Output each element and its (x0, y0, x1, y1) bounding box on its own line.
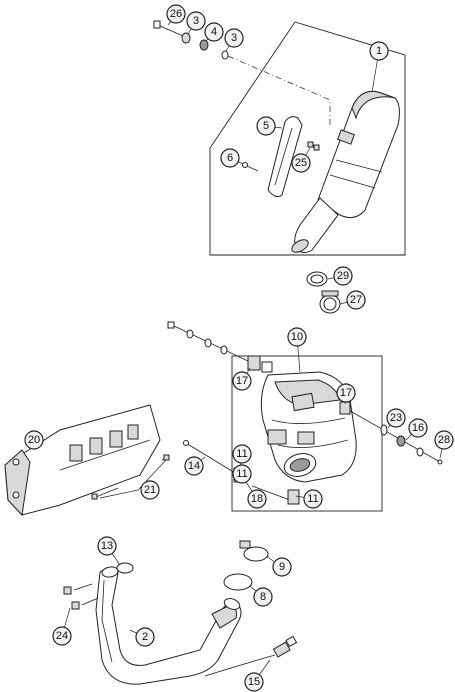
pre-silencer (260, 371, 357, 483)
header-nuts (63, 583, 99, 610)
callout-4: 4 (204, 22, 224, 42)
svg-text:10: 10 (291, 331, 303, 343)
svg-text:11: 11 (236, 448, 247, 460)
callout-16: 16 (408, 418, 428, 438)
callout-20: 20 (24, 430, 44, 450)
svg-text:18: 18 (251, 493, 263, 505)
callout-3b: 3 (224, 28, 244, 48)
clip-nuts (307, 141, 320, 151)
svg-text:20: 20 (28, 434, 40, 446)
callout-3a: 3 (186, 11, 206, 31)
svg-text:26: 26 (170, 8, 182, 20)
callout-27: 27 (346, 290, 366, 310)
callout-29: 29 (333, 266, 353, 286)
callout-8: 8 (253, 587, 273, 607)
svg-text:14: 14 (188, 460, 200, 472)
svg-text:3: 3 (193, 15, 199, 27)
svg-text:17: 17 (236, 375, 248, 387)
exhaust-bracket (4, 404, 161, 517)
assembly-axis-top (227, 55, 331, 125)
callout-2: 2 (135, 627, 155, 647)
svg-text:21: 21 (144, 484, 156, 496)
muffler (291, 90, 400, 254)
muffler-group-frame (209, 21, 406, 256)
bracket-screws (91, 454, 170, 500)
svg-text:4: 4 (211, 26, 217, 38)
callout-15: 15 (244, 672, 264, 692)
callout-11b: 11 (232, 464, 252, 484)
svg-text:23: 23 (390, 412, 402, 424)
callout-21: 21 (140, 480, 160, 500)
svg-text:3: 3 (231, 32, 237, 44)
callout-11c: 11 (303, 489, 323, 509)
callout-23: 23 (386, 408, 406, 428)
svg-text:29: 29 (337, 270, 349, 282)
svg-text:6: 6 (227, 152, 233, 164)
mounting-bolt-top (153, 20, 229, 60)
lambda-sensor (204, 635, 298, 677)
sealing-ring (223, 573, 253, 591)
callout-24: 24 (52, 626, 72, 646)
svg-text:9: 9 (279, 561, 285, 573)
heat-shield-screw (242, 162, 259, 172)
svg-text:11: 11 (236, 468, 247, 480)
svg-text:27: 27 (350, 294, 362, 306)
svg-text:5: 5 (263, 120, 269, 132)
callout-14: 14 (184, 456, 204, 476)
callout-13: 13 (97, 536, 117, 556)
exhaust-clamp (319, 290, 341, 314)
callout-1: 1 (369, 41, 389, 61)
svg-text:1: 1 (376, 45, 382, 57)
svg-text:17: 17 (340, 387, 352, 399)
callout-28: 28 (434, 430, 454, 450)
callout-9: 9 (272, 557, 292, 577)
callout-17a: 17 (232, 371, 252, 391)
manifold-bolt-left (167, 321, 273, 373)
callout-18: 18 (247, 489, 267, 509)
callout-25: 25 (291, 153, 311, 173)
svg-text:2: 2 (142, 631, 148, 643)
header-clamp (239, 540, 269, 562)
header-pipe (95, 566, 242, 685)
manifold-bolt-right (339, 401, 443, 465)
callout-26: 26 (166, 4, 186, 24)
callout-11a: 11 (232, 444, 252, 464)
heat-shield (267, 116, 303, 198)
svg-text:8: 8 (260, 591, 266, 603)
svg-text:24: 24 (56, 630, 68, 642)
header-gasket (116, 562, 134, 574)
svg-text:16: 16 (412, 422, 424, 434)
svg-text:15: 15 (248, 676, 260, 688)
callout-6: 6 (220, 148, 240, 168)
callout-17b: 17 (336, 383, 356, 403)
svg-text:13: 13 (101, 540, 113, 552)
svg-text:28: 28 (438, 434, 450, 446)
callout-5: 5 (256, 116, 276, 136)
svg-text:11: 11 (307, 493, 318, 505)
svg-text:25: 25 (295, 157, 307, 169)
callout-10: 10 (287, 327, 307, 347)
